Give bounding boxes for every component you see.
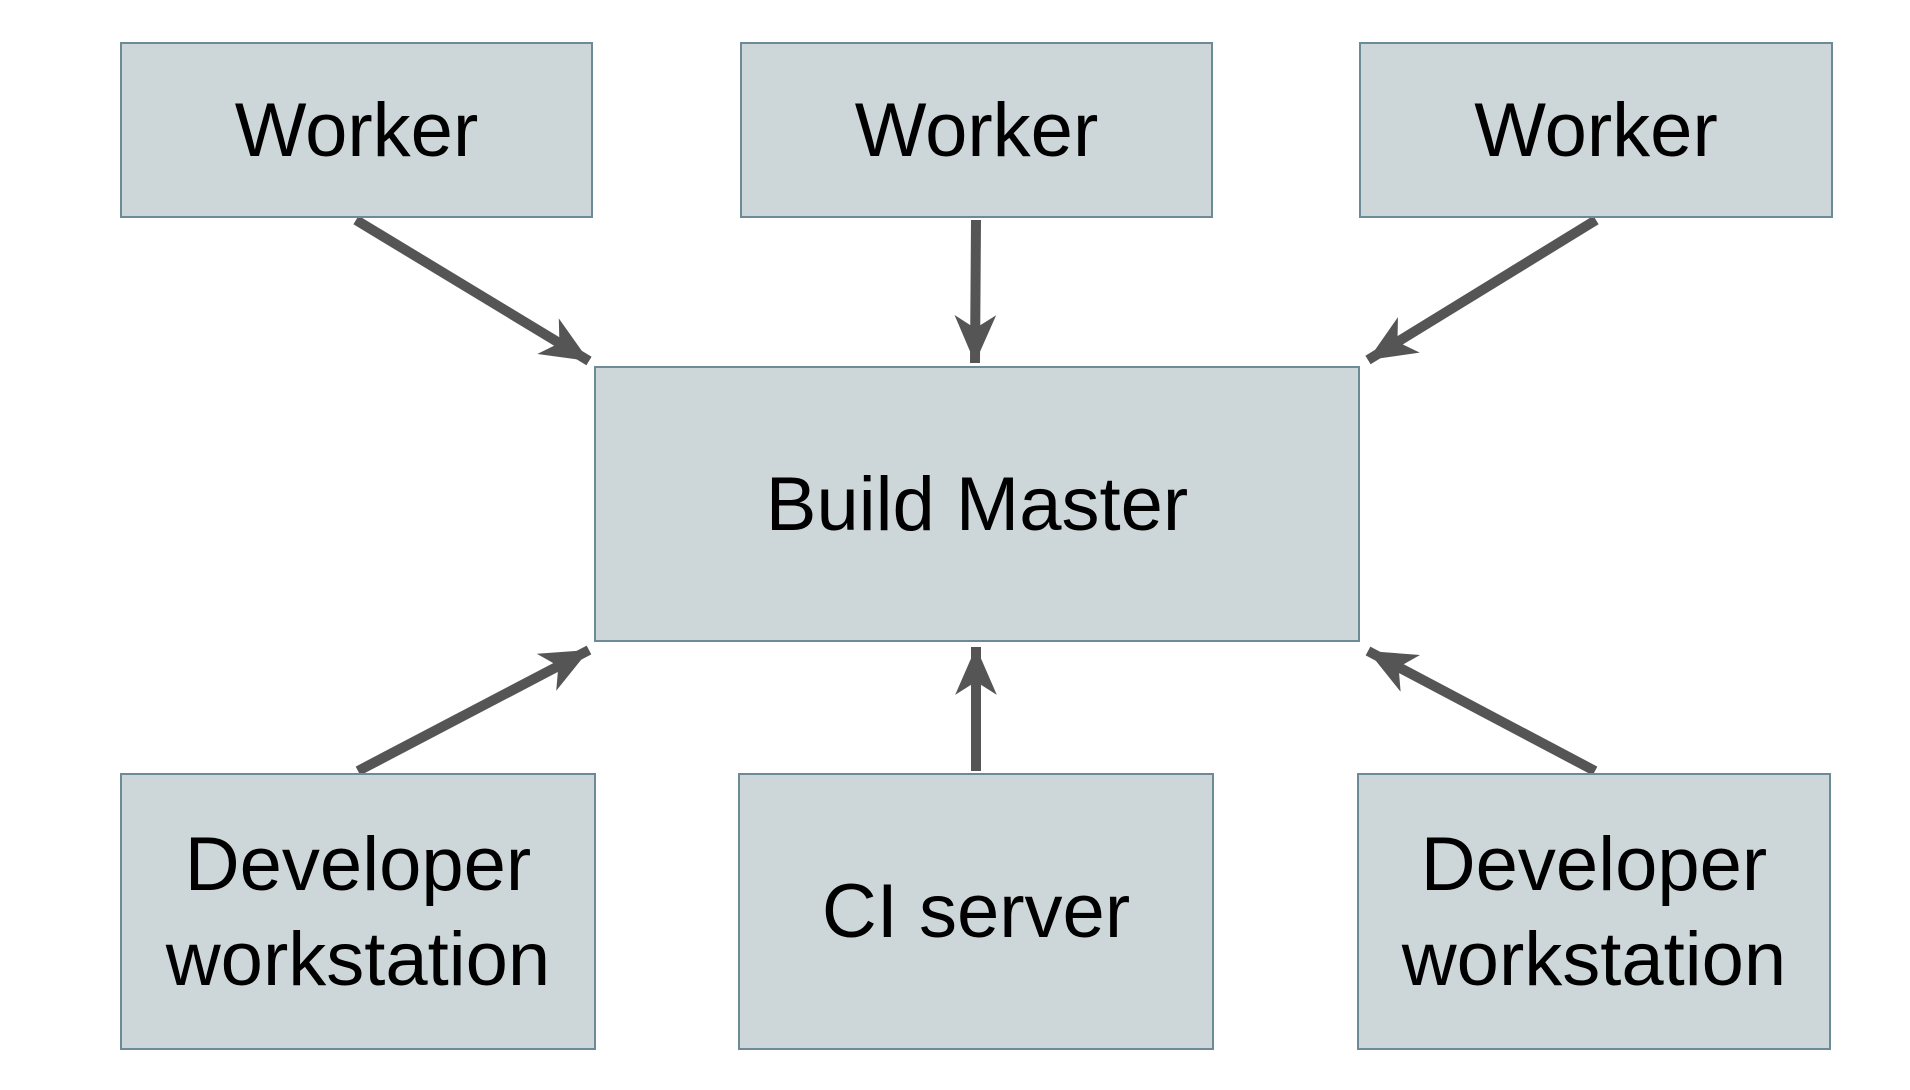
node-developer-workstation-left-label: Developer workstation [165,821,551,1002]
node-build-master: Build Master [594,366,1360,642]
node-worker-left: Worker [120,42,593,218]
node-worker-right-label: Worker [1474,87,1718,173]
node-developer-workstation-right: Developer workstation [1357,773,1831,1050]
node-developer-workstation-right-label: Developer workstation [1401,821,1787,1002]
node-worker-middle: Worker [740,42,1213,218]
arrow-developer-workstation-left-to-build-master [355,645,592,776]
node-worker-right: Worker [1359,42,1833,218]
arrow-worker-middle-to-build-master [954,219,997,364]
node-build-master-label: Build Master [765,461,1189,547]
node-ci-server-label: CI server [821,869,1131,954]
arrow-worker-right-to-build-master [1365,215,1599,365]
node-developer-workstation-left: Developer workstation [120,773,596,1050]
node-worker-left-label: Worker [234,87,479,173]
node-ci-server: CI server [738,773,1214,1050]
arrow-developer-workstation-right-to-build-master [1365,646,1598,776]
arrow-worker-left-to-build-master [353,215,592,366]
node-worker-middle-label: Worker [854,87,1099,173]
